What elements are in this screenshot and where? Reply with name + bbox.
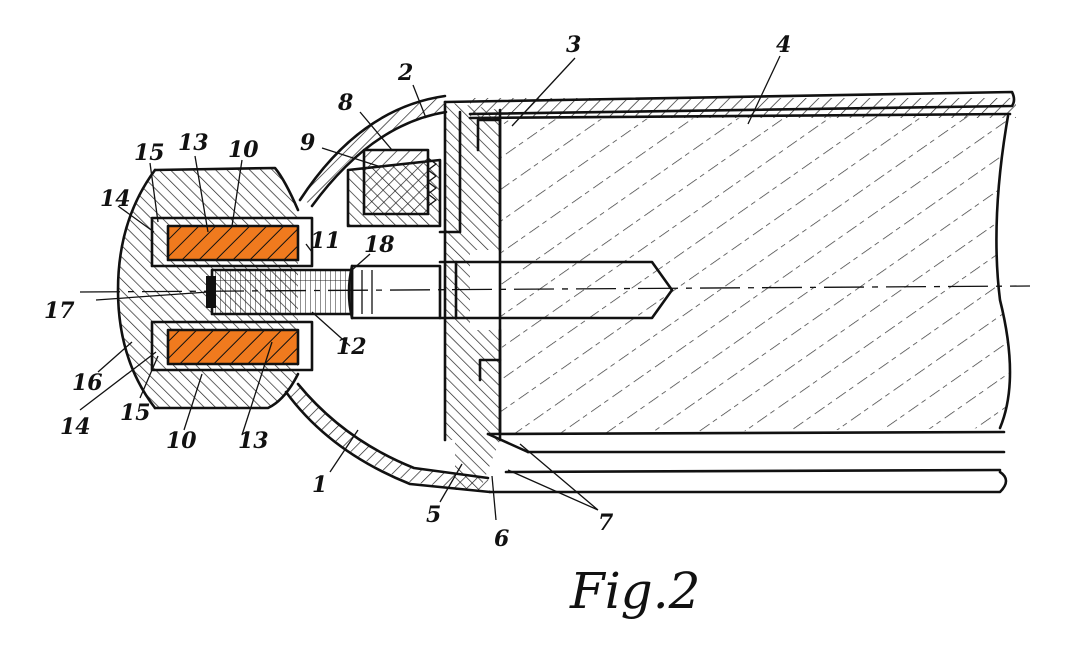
label-5: 5 bbox=[426, 502, 441, 528]
label-15-bottom: 15 bbox=[120, 400, 151, 426]
label-8: 8 bbox=[337, 90, 353, 116]
label-4: 4 bbox=[776, 32, 791, 58]
screw-assembly bbox=[79, 260, 1031, 320]
tube-body bbox=[443, 90, 1016, 494]
label-15-top: 15 bbox=[134, 140, 165, 166]
label-18: 18 bbox=[364, 232, 395, 258]
bulkhead bbox=[438, 100, 530, 490]
label-12: 12 bbox=[336, 334, 367, 360]
label-14-top: 14 bbox=[100, 186, 131, 212]
coil-top bbox=[150, 216, 314, 268]
label-14-bottom: 14 bbox=[60, 414, 91, 440]
label-17: 17 bbox=[44, 298, 75, 324]
clamp-block bbox=[346, 148, 442, 228]
label-11: 11 bbox=[310, 228, 341, 254]
label-16: 16 bbox=[72, 370, 103, 396]
label-13-bottom: 13 bbox=[238, 428, 269, 454]
label-2: 2 bbox=[397, 60, 413, 86]
label-7: 7 bbox=[598, 510, 614, 536]
label-10-top: 10 bbox=[228, 137, 259, 163]
leader-lines bbox=[79, 55, 781, 521]
label-6: 6 bbox=[494, 526, 509, 552]
reference-numerals: 1 2 3 4 5 6 7 8 9 10 10 11 12 13 13 14 1… bbox=[44, 32, 791, 552]
figure-caption: Fig.2 bbox=[569, 562, 700, 620]
coil-bottom bbox=[150, 320, 314, 372]
label-13-top: 13 bbox=[178, 130, 209, 156]
cap-shell bbox=[284, 94, 492, 494]
label-1: 1 bbox=[312, 472, 327, 498]
label-10-bottom: 10 bbox=[166, 428, 197, 454]
label-9: 9 bbox=[300, 130, 315, 156]
label-3: 3 bbox=[566, 32, 581, 58]
